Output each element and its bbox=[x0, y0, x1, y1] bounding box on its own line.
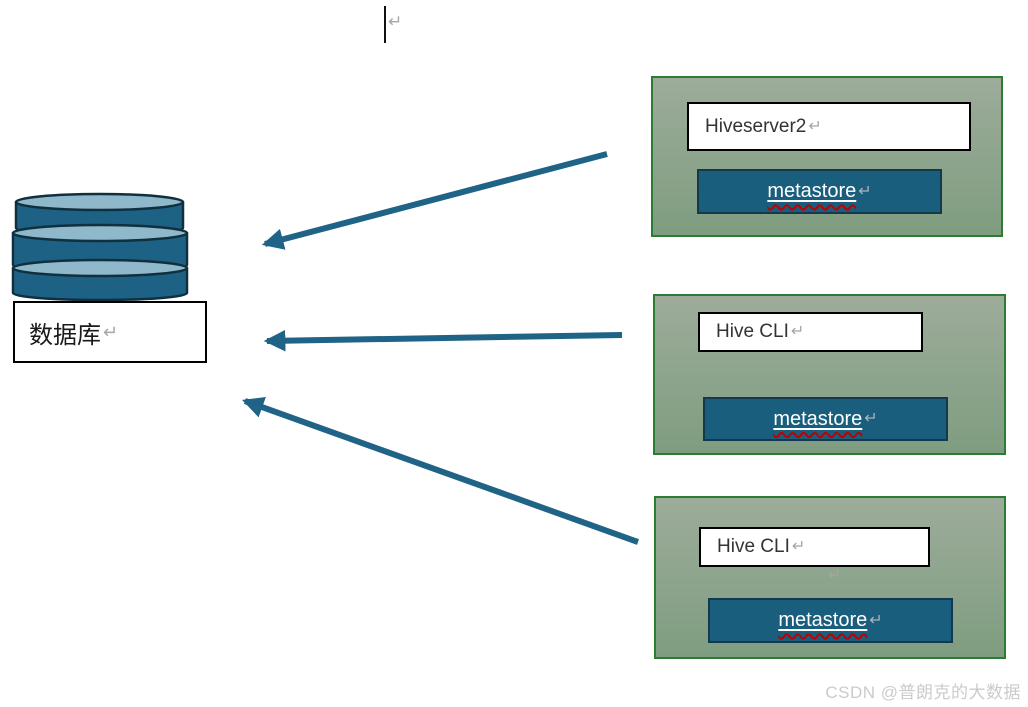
hiveserver2-title: Hiveserver2 bbox=[705, 115, 807, 137]
paragraph-mark-icon: ↵ bbox=[858, 182, 872, 200]
paragraph-mark-icon: ↵ bbox=[791, 538, 806, 555]
paragraph-mark-icon: ↵ bbox=[388, 12, 403, 31]
metastore-box-3[interactable]: metastore ↵ bbox=[708, 598, 953, 643]
hiveserver2-title-box[interactable]: Hiveserver2 ↵ bbox=[687, 102, 971, 151]
paragraph-mark-icon: ↵ bbox=[869, 611, 883, 629]
arrow-hivecli2-to-database bbox=[241, 397, 640, 545]
metastore-label-1: metastore bbox=[767, 180, 857, 202]
metastore-box-2[interactable]: metastore ↵ bbox=[703, 397, 948, 441]
arrow-hiveserver2-to-database bbox=[261, 151, 608, 250]
metastore-label-3: metastore bbox=[778, 609, 868, 631]
paragraph-mark-icon: ↵ bbox=[864, 410, 878, 427]
csdn-watermark: CSDN @普朗克的大数据 bbox=[825, 683, 1021, 702]
database-cylinder-icon[interactable] bbox=[8, 186, 194, 302]
paragraph-mark-icon: ↵ bbox=[790, 323, 805, 340]
arrow-hivecli1-to-database bbox=[263, 329, 623, 352]
hivecli2-title-box[interactable]: Hive CLI ↵ bbox=[699, 527, 930, 567]
database-label-box[interactable]: 数据库 ↵ bbox=[13, 301, 207, 363]
metastore-label-2: metastore bbox=[773, 407, 863, 430]
text-cursor[interactable] bbox=[384, 6, 386, 43]
hivecli1-title: Hive CLI bbox=[716, 321, 789, 342]
paragraph-mark-icon: ↵ bbox=[103, 322, 119, 342]
paragraph-mark-icon: ↵ bbox=[828, 567, 842, 584]
metastore-box-1[interactable]: metastore ↵ bbox=[697, 169, 942, 214]
hivecli1-title-box[interactable]: Hive CLI ↵ bbox=[698, 312, 923, 352]
database-label: 数据库 bbox=[29, 321, 101, 349]
paragraph-mark-icon: ↵ bbox=[808, 117, 822, 135]
hivecli2-title: Hive CLI bbox=[717, 536, 790, 557]
